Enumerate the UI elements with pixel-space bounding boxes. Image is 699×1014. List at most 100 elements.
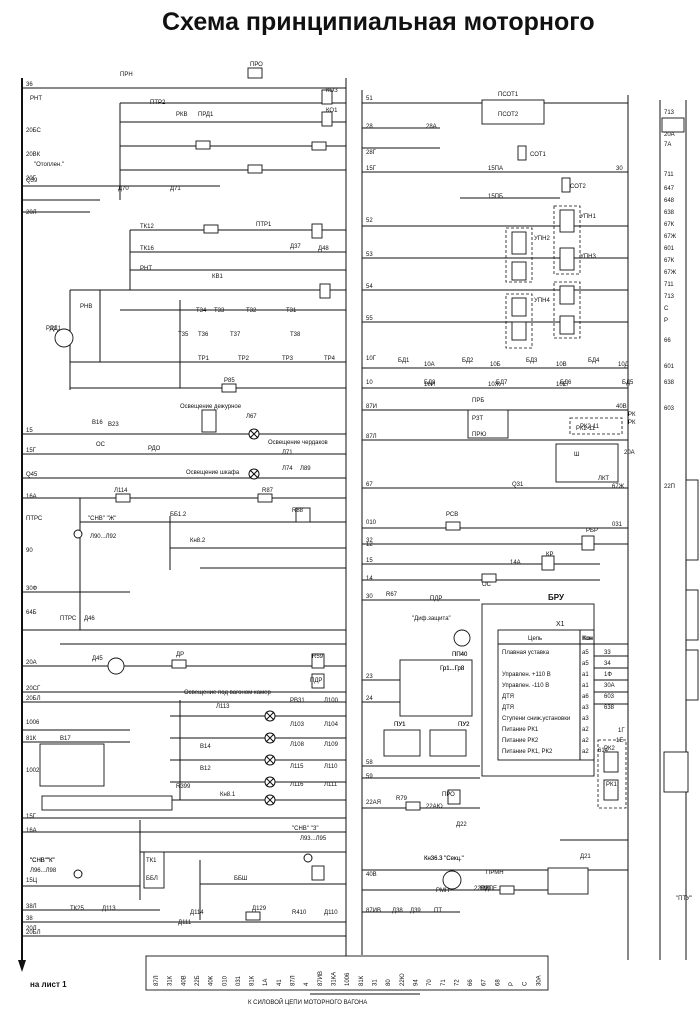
right-relay-label: Д38 <box>392 908 403 914</box>
relay-label: ББЛ <box>146 876 158 882</box>
far-right-wire-label: 67К <box>664 222 675 228</box>
right-relay-label: ПУ1 <box>394 722 406 728</box>
dif-protect-label: "Диф.защита" <box>412 616 451 622</box>
mid-wire-label: 14 <box>366 576 373 582</box>
bru-row-pin: а2 <box>582 727 589 733</box>
right-wire-label: 10Е <box>556 382 567 388</box>
lamps <box>73 428 313 879</box>
bb12-label: ББ1.2 <box>170 512 187 518</box>
mid-wire-label: 87Л <box>366 434 377 440</box>
terminal-label: 87Л <box>291 975 297 986</box>
bru-row-pin: а2 <box>582 738 589 744</box>
terminal-label: 70 <box>427 979 433 986</box>
right-relay-label: Д22 <box>456 822 467 828</box>
left-wire-label: 38 <box>26 916 33 922</box>
far-right-wire-label: С <box>664 306 669 312</box>
relay-label: Л113 <box>216 704 230 710</box>
right-relay-label: БД6 <box>560 380 572 386</box>
bru-row-name: Питание РК1, РК2 <box>502 749 553 755</box>
mid-wire-label: 10Г <box>366 356 377 362</box>
left-wire-label: 20А <box>26 660 37 666</box>
right-relay-label: УПН3 <box>580 254 596 260</box>
l93-l95-label: Л93...Л95 <box>300 836 327 842</box>
right-wire-label: 10Б <box>490 362 501 368</box>
relay-label: Т33 <box>214 308 225 314</box>
mid-wire-label: 10 <box>366 380 373 386</box>
relay-label: Д129 <box>252 906 267 912</box>
relay-label: В17 <box>60 736 71 742</box>
relay-label: РНВ <box>80 304 92 310</box>
relay-label: ПРД1 <box>198 112 214 118</box>
mid-wire-label: 23 <box>366 674 373 680</box>
right-relay-label: ПУ2 <box>458 722 470 728</box>
right-wire-label: 22ПД <box>474 886 489 892</box>
relay-label: Т38 <box>290 332 301 338</box>
relay-label: Д113 <box>102 906 116 912</box>
relay-label: В14 <box>200 744 211 750</box>
relay-label: ПТРС <box>60 616 77 622</box>
relay-label: ТР3 <box>282 356 294 362</box>
relay-label: Л89 <box>300 466 311 472</box>
terminal-label: 41 <box>277 979 283 986</box>
left-wire-label: 15Ц <box>26 878 38 884</box>
left-wire-label: 16А <box>26 494 37 500</box>
mid-wire-label: 53 <box>366 252 373 258</box>
far-right-wire-label: 601 <box>664 364 675 370</box>
right-relay-label: R67 <box>386 592 398 598</box>
left-wire-label: 90 <box>26 548 33 554</box>
relay-label: ТК12 <box>140 224 154 230</box>
terminal-label: 81К <box>250 975 256 986</box>
right-relay-label: ПСОТ2 <box>498 112 519 118</box>
kn81-label: Кн8.1 <box>220 792 236 798</box>
right-relay-label: Кн36.3 "Секц." <box>424 856 464 862</box>
right-relay-label: R90 <box>480 886 492 892</box>
relay-label: ДР <box>176 652 184 658</box>
right-relay-label: РЗТ <box>472 416 483 422</box>
page-title: Схема принципиальная моторного <box>162 8 595 36</box>
left-wire-label: 1006 <box>26 720 40 726</box>
right-wire-label: 1Г <box>618 728 625 734</box>
right-relay-label: КР <box>546 552 554 558</box>
relay-label: РКВ <box>176 112 188 118</box>
wire-labels: 3620БС20ВКQ3920Г20ЛРД11515ГQ4516АПТРС903… <box>26 62 677 986</box>
left-wire-label: 64Б <box>26 610 37 616</box>
relay-label: Л116 <box>290 782 304 788</box>
right-relay-label: ПРЮ <box>472 432 486 438</box>
relay-label: ТР4 <box>324 356 336 362</box>
relay-label: Д45 <box>92 656 103 662</box>
pp40-label: ПП40 <box>452 652 468 658</box>
terminal-label: 22Ю <box>400 973 406 986</box>
right-relay-label: ЛКТ <box>598 476 609 482</box>
relay-label: ПТР2 <box>150 100 166 106</box>
right-relay-label: БД8 <box>424 380 436 386</box>
bru-row-wire: 34 <box>604 661 611 667</box>
left-wire-label: Q39 <box>26 178 38 184</box>
relay-label: ПТР1 <box>256 222 272 228</box>
mid-wire-label: 28 <box>366 124 373 130</box>
relay-label: Л104 <box>324 722 339 728</box>
mid-wire-label: 55 <box>366 316 373 322</box>
mid-wire-label: 15Г <box>366 166 377 172</box>
terminal-label: 66 <box>468 979 474 986</box>
terminal-label: 031 <box>236 975 242 986</box>
relay-label: Д111 <box>178 920 192 926</box>
bru-col-pin: Кон <box>582 636 592 642</box>
relay-label: Л108 <box>290 742 305 748</box>
right-relay-label: СОТ2 <box>570 184 587 190</box>
kn363-label: Кн36.3 "Секц." <box>424 856 464 862</box>
relay-label: Л110 <box>324 764 338 770</box>
light-under-label: Освещение под вагоном камер <box>184 690 271 696</box>
right-wiring <box>362 102 628 913</box>
right-wire-label: 20А <box>624 450 635 456</box>
terminal-label: 31КА <box>332 972 338 986</box>
terminal-label: 81К <box>359 975 365 986</box>
relay-label: РДО <box>148 446 161 452</box>
far-right-wire-label: 7А <box>664 142 671 148</box>
right-relay-label: БД5 <box>622 380 634 386</box>
relay-label: Л100 <box>324 698 339 704</box>
relay-label: РВ31 <box>290 698 305 704</box>
relay-label: Т31 <box>286 308 297 314</box>
bottom-caption: К СИЛОВОЙ ЦЕПИ МОТОРНОГО ВАГОНА <box>248 998 367 1006</box>
left-wire-label: 20СГ <box>26 686 41 692</box>
right-relay-label: УПН4 <box>534 298 550 304</box>
